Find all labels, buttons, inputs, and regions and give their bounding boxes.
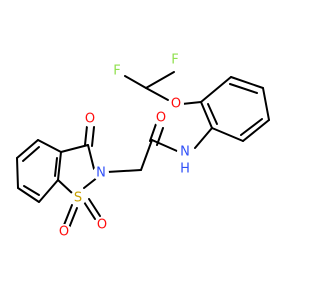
atom-o-sulfonyl-1: O bbox=[59, 225, 69, 240]
label-bg bbox=[82, 111, 98, 127]
atom-nh-n: N bbox=[180, 145, 190, 160]
bonds bbox=[16, 71, 270, 229]
atom-o-amide: O bbox=[156, 111, 166, 126]
bond-bz-4 bbox=[17, 187, 40, 203]
bond-bz-3 bbox=[16, 157, 19, 189]
bond-nh-carbonyl bbox=[151, 139, 178, 152]
bond-carbonyl-ch2 bbox=[140, 139, 153, 171]
bond-s-o1-b bbox=[68, 207, 78, 229]
bond-ph-4 bbox=[242, 119, 270, 142]
bond-c7a-s bbox=[57, 179, 73, 194]
bond-bz-5 bbox=[38, 179, 59, 203]
bond-ch2-n bbox=[106, 169, 142, 173]
label-bg bbox=[178, 162, 192, 176]
bond-s-o2-a bbox=[83, 201, 96, 220]
structure-diagram: F F O O N H N S O O O bbox=[16, 52, 270, 240]
bond-aryl-nh bbox=[194, 127, 213, 149]
label-bg bbox=[56, 224, 72, 240]
atom-o-ether: O bbox=[171, 97, 181, 112]
bond-carbonyl-double-1 bbox=[149, 123, 157, 142]
label-bg bbox=[94, 217, 110, 233]
molecule-canvas: F F O O N H N S O O O bbox=[16, 52, 270, 240]
bond-carbonyl-double-2 bbox=[156, 127, 164, 146]
bond-bz-1 bbox=[37, 139, 62, 153]
label-bg bbox=[109, 63, 125, 79]
bond-c3a-c7a bbox=[57, 151, 62, 181]
bond-c-o-ether bbox=[145, 87, 169, 101]
bond-n-c3 bbox=[87, 144, 95, 170]
bond-c-f-top bbox=[145, 71, 175, 89]
bond-ph-1 bbox=[200, 76, 232, 103]
bond-ph-5 bbox=[211, 127, 244, 142]
atom-o-keto: O bbox=[85, 112, 95, 127]
bond-bz-inner-1 bbox=[22, 146, 40, 162]
bond-o-aryl bbox=[181, 101, 202, 105]
atom-labels: F F O O N H N S O O O bbox=[56, 52, 193, 240]
label-bg bbox=[167, 52, 183, 68]
bond-keto-double-1 bbox=[84, 125, 88, 146]
bond-bz-2 bbox=[16, 139, 39, 159]
bond-s-o2-b bbox=[88, 198, 101, 217]
atom-s: S bbox=[74, 191, 82, 206]
label-bg bbox=[93, 165, 109, 181]
atom-nh-h: H bbox=[180, 162, 190, 177]
bond-bz-inner-3 bbox=[54, 157, 58, 177]
bond-ph-6 bbox=[200, 101, 213, 129]
label-bg bbox=[168, 96, 184, 112]
bond-ph-inner-2 bbox=[240, 118, 263, 136]
label-bg bbox=[153, 110, 169, 126]
bond-ph-inner-1 bbox=[229, 83, 258, 94]
atom-f-top: F bbox=[171, 53, 178, 68]
label-bg bbox=[70, 190, 86, 206]
bond-ph-inner-3 bbox=[207, 103, 218, 125]
bond-s-o1-a bbox=[63, 204, 73, 226]
label-bg bbox=[177, 144, 193, 160]
bond-c-f-left bbox=[124, 75, 147, 89]
bond-ph-3 bbox=[262, 87, 270, 121]
atom-n-ring: N bbox=[96, 166, 106, 181]
atom-f-left: F bbox=[113, 64, 120, 79]
atom-o-sulfonyl-2: O bbox=[97, 218, 107, 233]
bond-bz-inner-2 bbox=[23, 185, 40, 196]
bond-c3-c3a bbox=[60, 144, 89, 153]
bond-ph-2 bbox=[230, 76, 264, 89]
bond-keto-double-2 bbox=[91, 126, 95, 147]
